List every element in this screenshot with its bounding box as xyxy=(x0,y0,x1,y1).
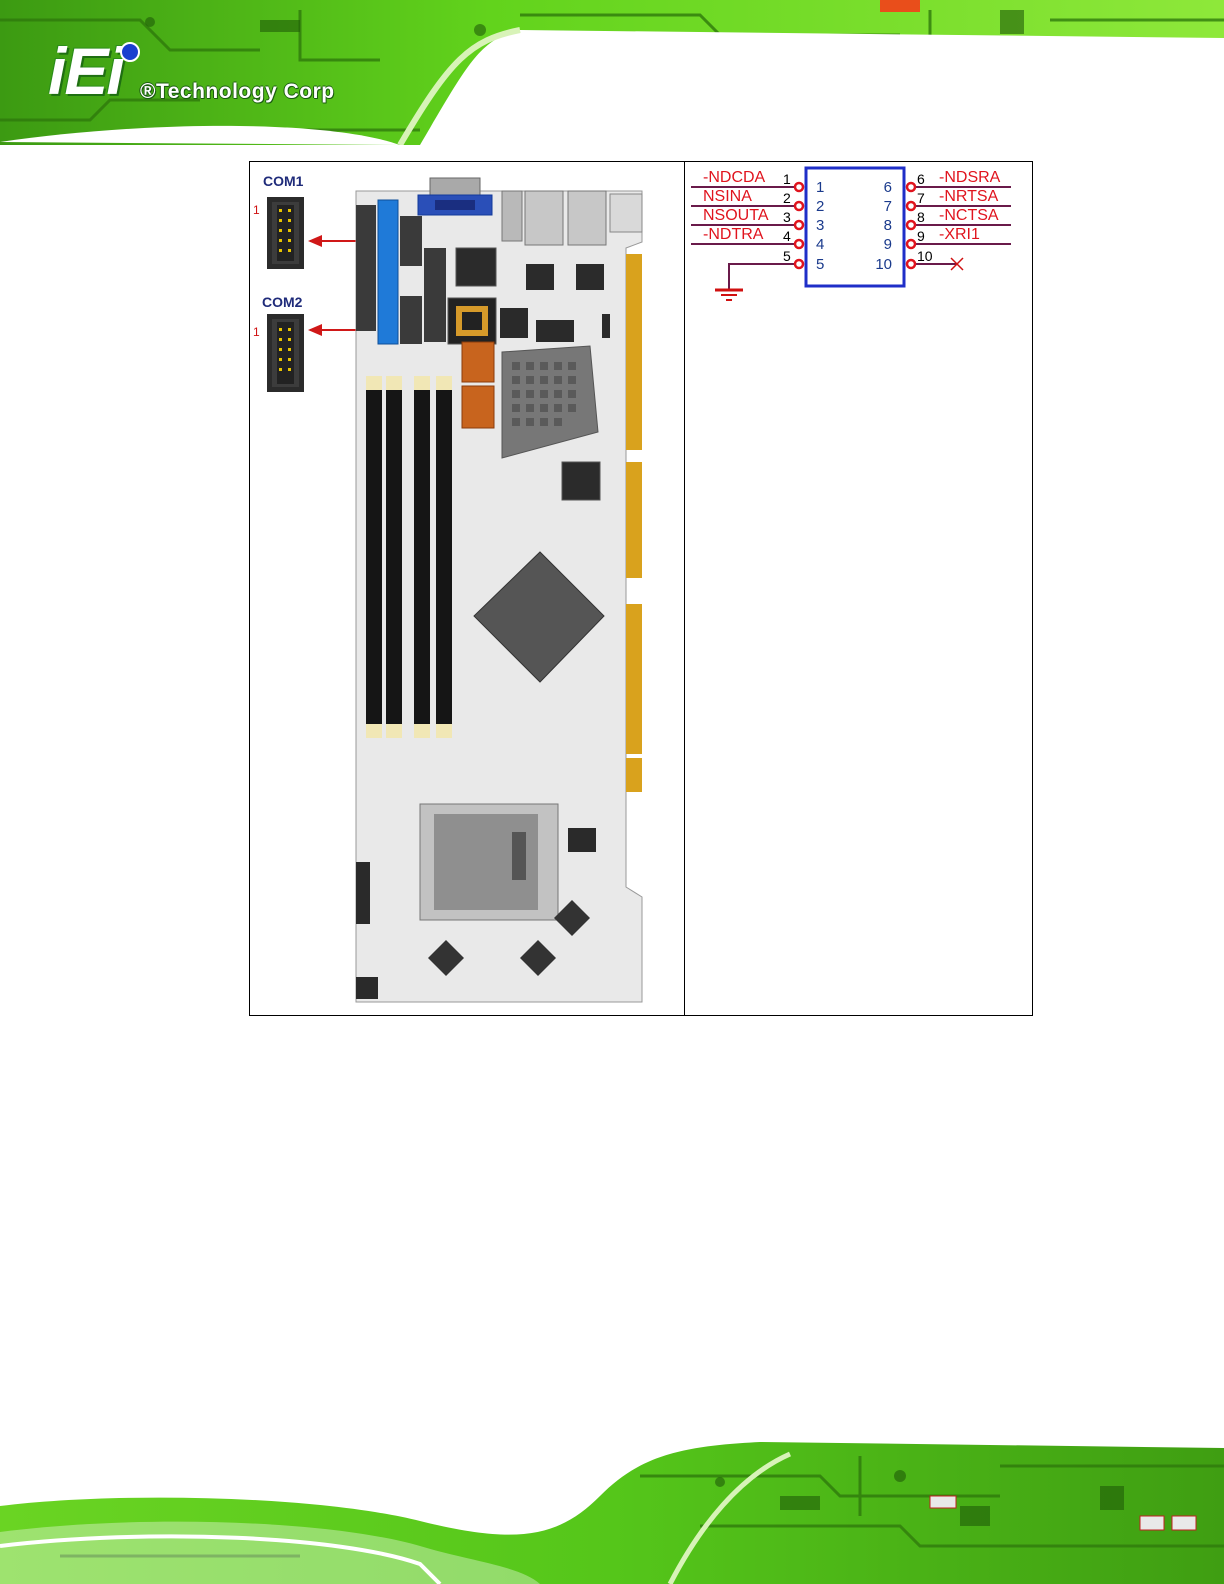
inner-pin-number: 1 xyxy=(816,179,824,196)
signal-label: -NDSRA xyxy=(939,169,1001,186)
logo-mark: iEi xyxy=(48,38,123,104)
pin-number: 7 xyxy=(917,190,925,206)
pin-number: 8 xyxy=(917,209,925,225)
inner-pin-number: 9 xyxy=(884,236,892,253)
logo-dot-icon xyxy=(120,42,140,62)
pin-number: 1 xyxy=(783,171,791,187)
signal-label: -XRI1 xyxy=(939,226,980,243)
com2-pin1-marker: 1 xyxy=(253,325,260,339)
pin-number: 9 xyxy=(917,228,925,244)
signal-label: NSOUTA xyxy=(703,207,769,224)
inner-pin-number: 2 xyxy=(816,198,824,215)
com1-pin1-marker: 1 xyxy=(253,203,260,217)
motherboard-pcb xyxy=(356,178,642,1002)
signal-label: -NCTSA xyxy=(939,207,999,224)
com1-label: COM1 xyxy=(263,173,304,189)
com1-header xyxy=(267,197,304,269)
signal-label: NSINA xyxy=(703,188,752,205)
inner-pin-number: 6 xyxy=(884,179,892,196)
pin-number: 3 xyxy=(783,209,791,225)
circuit-board-footer-background xyxy=(0,1436,1224,1584)
com2-label: COM2 xyxy=(262,294,303,310)
inner-pin-number: 8 xyxy=(884,217,892,234)
signal-label: -NDCDA xyxy=(703,169,766,186)
pin-number: 4 xyxy=(783,228,791,244)
pin-number: 5 xyxy=(783,248,791,264)
logo-text: ®Technology Corp xyxy=(140,80,335,104)
ground-icon xyxy=(715,290,743,300)
company-logo: iEi ®Technology Corp xyxy=(48,38,378,108)
signal-label: -NDTRA xyxy=(703,226,764,243)
pin-number: 2 xyxy=(783,190,791,206)
inner-pin-number: 7 xyxy=(884,198,892,215)
signal-label: -NRTSA xyxy=(939,188,999,205)
inner-pin-number: 10 xyxy=(875,256,892,273)
pin-number: 10 xyxy=(917,248,933,264)
board-layout-diagram: COM1 COM2 1 1 xyxy=(250,162,684,1015)
inner-pin-number: 5 xyxy=(816,256,824,273)
header-banner: iEi ®Technology Corp xyxy=(0,0,1224,145)
pinout-schematic: -NDCDA NSINA NSOUTA -NDTRA 1 2 3 4 5 1 2… xyxy=(685,162,1033,322)
connector-location-figure: COM1 COM2 1 1 xyxy=(249,161,1033,1016)
inner-pin-number: 3 xyxy=(816,217,824,234)
pin-number: 6 xyxy=(917,171,925,187)
com2-header xyxy=(267,314,304,392)
footer-banner xyxy=(0,1436,1224,1584)
inner-pin-number: 4 xyxy=(816,236,824,253)
